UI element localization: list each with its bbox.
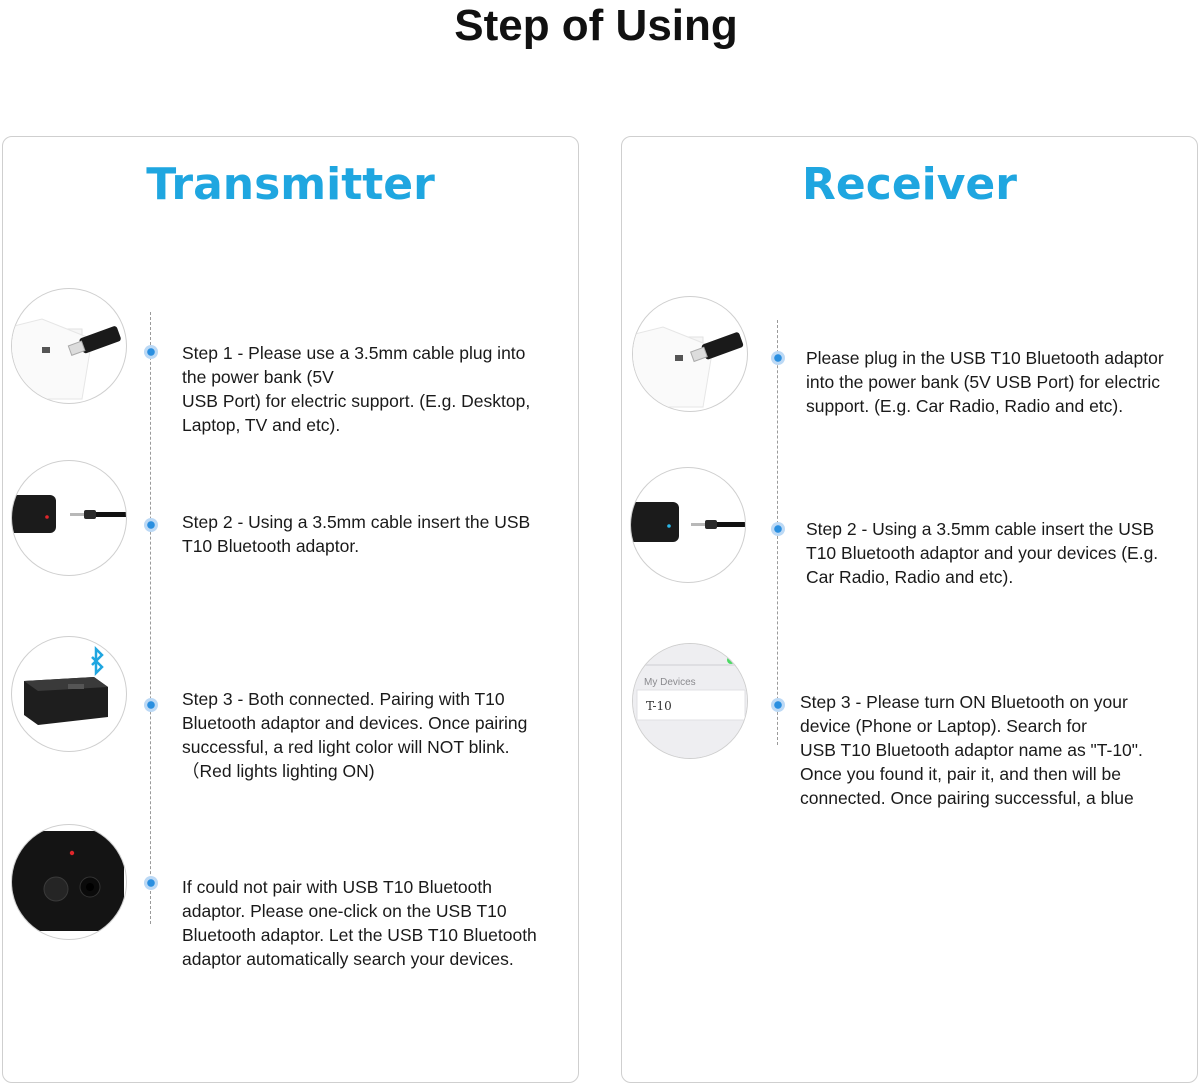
adapter-audio-cable-icon xyxy=(11,460,127,576)
transmitter-step-4-text: If could not pair with USB T10 Bluetooth… xyxy=(182,877,537,969)
transmitter-step-3-text: Step 3 - Both connected. Pairing with T1… xyxy=(182,689,528,781)
timeline-dot xyxy=(144,698,158,712)
transmitter-panel: Transmitter Step 1 - Please use a 3.5mm … xyxy=(2,136,579,1083)
phone-device-name: T-10 xyxy=(646,699,672,713)
transmitter-step-2-text: Step 2 - Using a 3.5mm cable insert the … xyxy=(182,512,531,556)
page-title: Step of Using xyxy=(454,1,738,50)
phone-bluetooth-devices-icon: My Devices T-10 xyxy=(632,643,748,759)
transmitter-step-1-text: Step 1 - Please use a 3.5mm cable plug i… xyxy=(182,343,531,435)
bluetooth-speaker-icon xyxy=(11,636,127,752)
timeline-dot xyxy=(771,698,785,712)
phone-section-label: My Devices xyxy=(644,677,696,688)
receiver-step-1-text: Please plug in the USB T10 Bluetooth ada… xyxy=(806,348,1164,416)
receiver-panel: Receiver Please plug in the USB T10 Blue… xyxy=(621,136,1198,1083)
timeline-dot xyxy=(144,876,158,890)
adapter-button-closeup-icon xyxy=(11,824,127,940)
timeline-dot xyxy=(144,518,158,532)
transmitter-timeline xyxy=(150,312,151,924)
timeline-dot xyxy=(144,345,158,359)
receiver-step-2-text: Step 2 - Using a 3.5mm cable insert the … xyxy=(806,519,1159,587)
usb-adapter-power-bank-icon xyxy=(11,288,127,404)
receiver-title: Receiver xyxy=(802,159,1017,210)
timeline-dot xyxy=(771,522,785,536)
usb-adapter-power-bank-icon xyxy=(632,296,748,412)
transmitter-title: Transmitter xyxy=(146,159,435,210)
adapter-audio-cable-icon xyxy=(630,467,746,583)
receiver-step-3-text: Step 3 - Please turn ON Bluetooth on you… xyxy=(800,692,1143,808)
timeline-dot xyxy=(771,351,785,365)
